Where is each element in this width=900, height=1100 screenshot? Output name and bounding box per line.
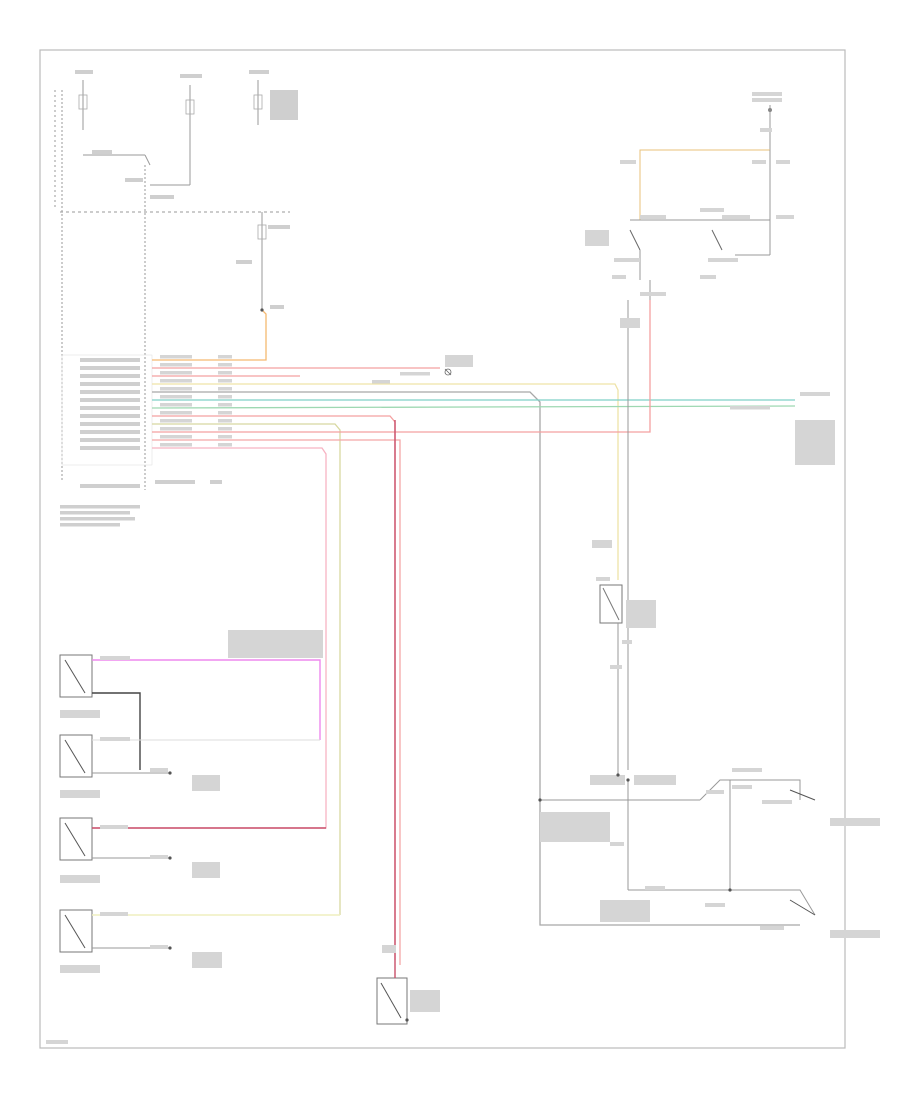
module-connector [60,354,222,527]
wire-labels [160,355,835,465]
fuse-symbols [78,94,267,240]
left-switches [59,420,408,1025]
right-switch-column [540,584,816,916]
harness-wires [92,300,800,965]
diagram-border [39,49,846,1049]
lamp-icon [444,368,452,376]
right-switch-labels [540,540,880,938]
terminal-dots [168,308,732,1022]
feed-label-marks [75,70,298,309]
left-switch-labels [46,630,440,1044]
ignition-labels [585,92,794,328]
ignition-switch [627,105,772,770]
